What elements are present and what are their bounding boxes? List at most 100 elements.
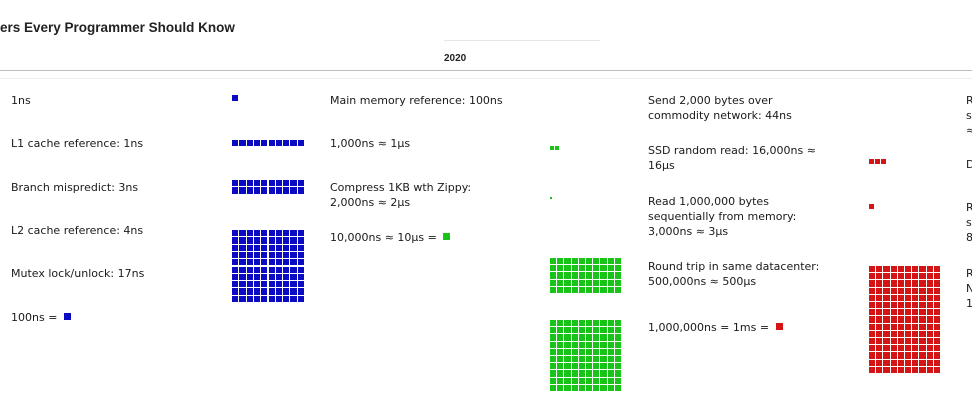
grid-round-trip-square <box>586 334 593 341</box>
grid-read-memory-square <box>593 258 600 265</box>
label-col4-item4-line2: N <box>966 282 972 295</box>
grid-read-memory-square <box>586 265 593 272</box>
grid-round-trip-square <box>557 370 564 377</box>
grid-red-large-square <box>912 302 919 309</box>
grid-mutex-lock-square <box>275 230 283 237</box>
grid-mutex-lock-square <box>239 237 246 244</box>
grid-mutex-lock-square <box>297 273 304 281</box>
grid-round-trip-square <box>571 363 578 370</box>
grid-read-memory-square <box>564 279 571 286</box>
label-1ms-legend: 1,000,000ns = 1ms = <box>648 320 783 335</box>
grid-mutex-lock-square <box>283 295 290 302</box>
grid-mutex-lock-square <box>275 237 283 244</box>
grid-branch-mispredict-square <box>261 180 268 187</box>
grid-red-large-square <box>905 345 912 352</box>
grid-mutex-lock-square <box>297 259 304 266</box>
label-read-1m-bytes: Read 1,000,000 bytes sequentially from m… <box>648 194 796 239</box>
grid-round-trip-square <box>578 356 585 363</box>
grid-red-large-square <box>933 338 940 345</box>
label-col4-item1: R s ≈ <box>966 93 972 138</box>
grid-mutex-lock-square <box>290 295 297 302</box>
grid-mutex-lock-square <box>232 251 239 259</box>
grid-red-large-square <box>926 287 933 294</box>
grid-red-large-square <box>876 330 883 337</box>
grid-red-large-square <box>876 323 883 330</box>
grid-round-trip-square <box>557 341 564 348</box>
grid-branch-mispredict-square <box>239 180 246 187</box>
grid-mutex-lock-square <box>268 288 275 295</box>
grid-mutex-lock-square <box>283 259 290 266</box>
grid-round-trip-square <box>593 327 600 334</box>
grid-mutex-lock-square <box>268 259 275 266</box>
grid-red-large-square <box>890 366 897 373</box>
grid-round-trip-square <box>614 363 621 370</box>
grid-red-large-square <box>890 280 897 287</box>
grid-mutex-lock-square <box>246 244 253 251</box>
year-selector[interactable]: 2020 <box>444 40 600 65</box>
grid-mutex-lock-square <box>253 251 261 259</box>
grid-read-memory-square <box>571 265 578 272</box>
grid-round-trip-square <box>550 356 557 363</box>
label-round-trip-line2: 500,000ns ≈ 500μs <box>648 275 757 288</box>
grid-round-trip-square <box>600 334 607 341</box>
grid-red-large-square <box>912 366 919 373</box>
grid-round-trip-square <box>614 356 621 363</box>
grid-red-large-square <box>883 338 890 345</box>
grid-round-trip-square <box>593 320 600 327</box>
grid-mutex-lock-square <box>283 230 290 237</box>
grid-mutex-lock-square <box>297 281 304 288</box>
grid-red-large-square <box>933 359 940 366</box>
grid-red-large-square <box>919 316 926 323</box>
grid-mutex-lock-square <box>290 230 297 237</box>
grid-mutex-lock-square <box>275 244 283 251</box>
grid-red-large-square <box>883 294 890 301</box>
grid-round-trip-square <box>600 384 607 391</box>
grid-read-memory-square <box>586 258 593 265</box>
grid-red-large-square <box>890 309 897 316</box>
grid-read-memory-square <box>593 265 600 272</box>
grid-red-large-square <box>933 330 940 337</box>
grid-mutex-lock-square <box>246 273 253 281</box>
grid-mutex-lock-square <box>261 288 268 295</box>
grid-read-memory-square <box>607 286 614 293</box>
grid-round-trip-square <box>593 370 600 377</box>
grid-red-large-square <box>919 287 926 294</box>
grid-mutex-lock-square <box>268 273 275 281</box>
grid-round-trip-square <box>586 341 593 348</box>
grid-mutex-lock-square <box>253 281 261 288</box>
grid-round-trip-square <box>614 384 621 391</box>
grid-red-large-square <box>890 273 897 280</box>
grid-mutex-lock-square <box>253 273 261 281</box>
grid-red-large-square <box>876 280 883 287</box>
grid-red-large-square <box>912 273 919 280</box>
label-col4-item3-line3: 8 <box>966 231 972 244</box>
grid-mutex-lock-square <box>232 266 239 273</box>
label-col4-item1-line1: R <box>966 94 972 107</box>
grid-round-trip-square <box>578 320 585 327</box>
label-1000ns: 1,000ns ≈ 1μs <box>330 137 411 150</box>
grid-red-large-square <box>883 359 890 366</box>
grid-red-large-square <box>926 266 933 273</box>
grid-round-trip-square <box>550 370 557 377</box>
grid-mutex-lock-square <box>297 251 304 259</box>
grid-round-trip-square <box>571 348 578 355</box>
grid-round-trip-square <box>600 363 607 370</box>
grid-read-memory-square <box>578 258 585 265</box>
grid-round-trip-square <box>571 341 578 348</box>
grid-red-large-square <box>876 316 883 323</box>
grid-mutex-lock-square <box>268 281 275 288</box>
grid-round-trip-square <box>607 370 614 377</box>
grid-mutex-lock-square <box>283 251 290 259</box>
grid-red-large-square <box>919 266 926 273</box>
grid-l1-cache-square <box>253 140 261 147</box>
grid-read-memory-square <box>550 258 557 265</box>
grid-red-large-square <box>869 266 876 273</box>
grid-mutex-lock-square <box>297 295 304 302</box>
grid-red-large-square <box>933 266 940 273</box>
grid-red-large-square <box>869 302 876 309</box>
grid-read-memory-square <box>557 265 564 272</box>
grid-round-trip-square <box>607 356 614 363</box>
grid-red-large-square <box>883 309 890 316</box>
grid-mutex-lock-square <box>261 237 268 244</box>
label-branch-mispredict: Branch mispredict: 3ns <box>11 181 139 194</box>
